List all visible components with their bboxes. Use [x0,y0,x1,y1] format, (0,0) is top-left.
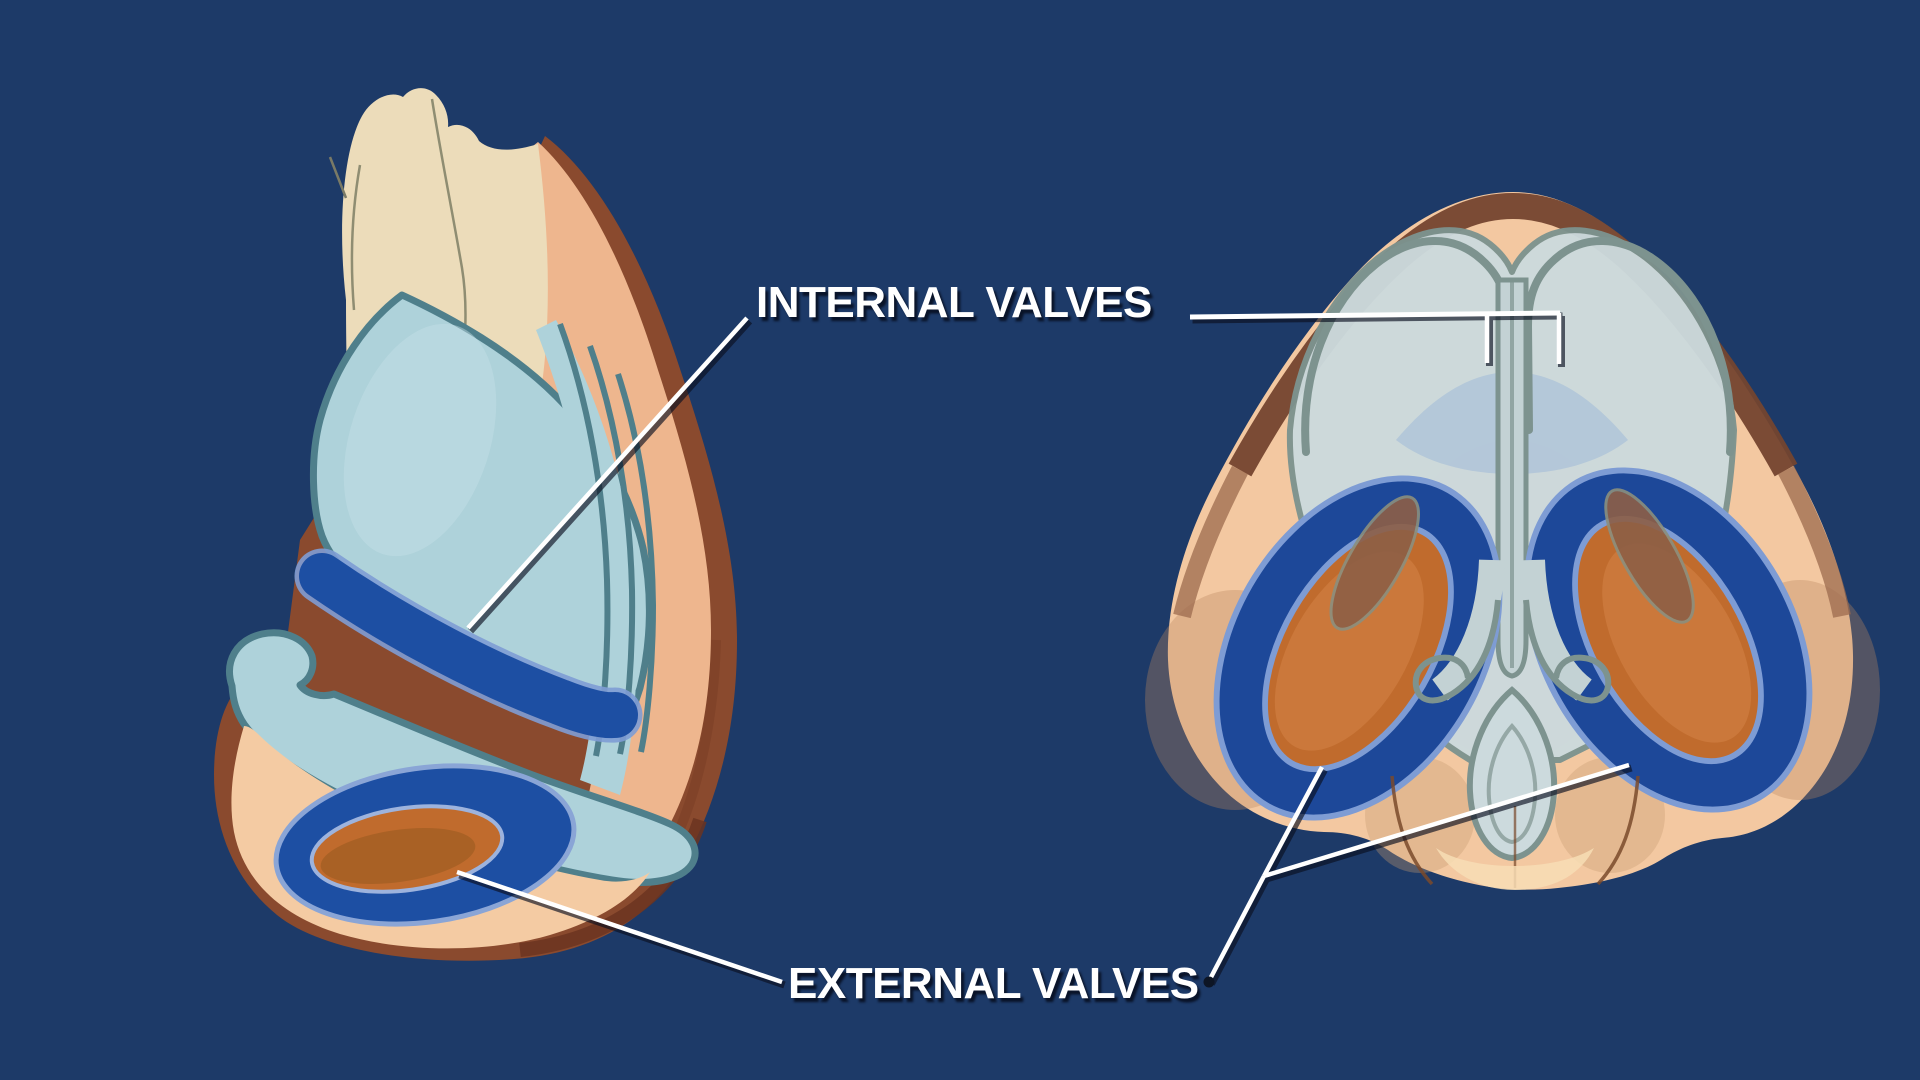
basal-external-valve-ring-right [1523,467,1813,813]
internal-valves-label: INTERNAL VALVES [756,278,1152,327]
external-valve-pointer-branch-1 [1262,765,1324,878]
lateral-nose-illustration [214,88,737,961]
basal-external-valve-ring-left [1213,475,1503,821]
external-valve-pointer-branch-2 [1263,762,1630,879]
internal-valve-pointer-left [466,316,749,630]
external-valve-pointer-left [456,869,783,985]
external-valve-pointer-dot [1203,976,1215,988]
pointer-lines [456,310,1633,989]
basal-nose-illustration [1145,192,1880,890]
external-valves-label: EXTERNAL VALVES [788,959,1199,1008]
internal-valve-pointer-right [1189,310,1561,320]
external-valve-pointer-stem [1207,874,1266,983]
